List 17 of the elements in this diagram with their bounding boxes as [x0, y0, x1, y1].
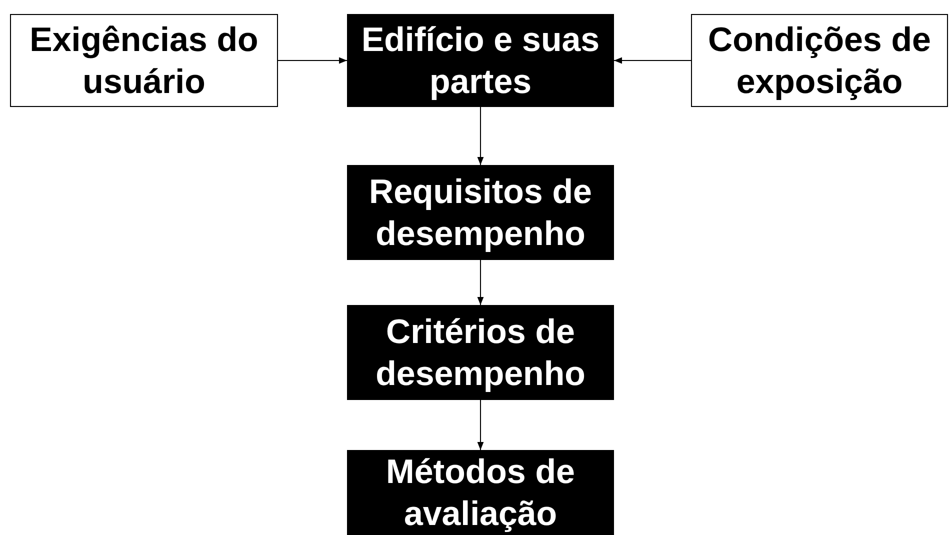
- process-box: [691, 14, 948, 107]
- process-box: [10, 14, 278, 107]
- arrow: [477, 106, 484, 166]
- box-label: Edifício e suas partes: [360, 20, 601, 102]
- box-label: Critérios de desempenho: [374, 312, 586, 394]
- arrow: [614, 57, 692, 64]
- box-label: Métodos de avaliação: [385, 452, 576, 534]
- arrow: [477, 400, 484, 450]
- box-label: Requisitos de desempenho: [368, 172, 593, 254]
- process-box: [347, 14, 614, 107]
- process-box: [347, 165, 614, 260]
- process-box: [347, 305, 614, 400]
- arrow: [278, 57, 348, 64]
- box-label: Exigências do usuário: [28, 20, 260, 102]
- arrow: [477, 260, 484, 306]
- process-box: [347, 450, 614, 535]
- box-label: Condições de exposição: [707, 20, 932, 102]
